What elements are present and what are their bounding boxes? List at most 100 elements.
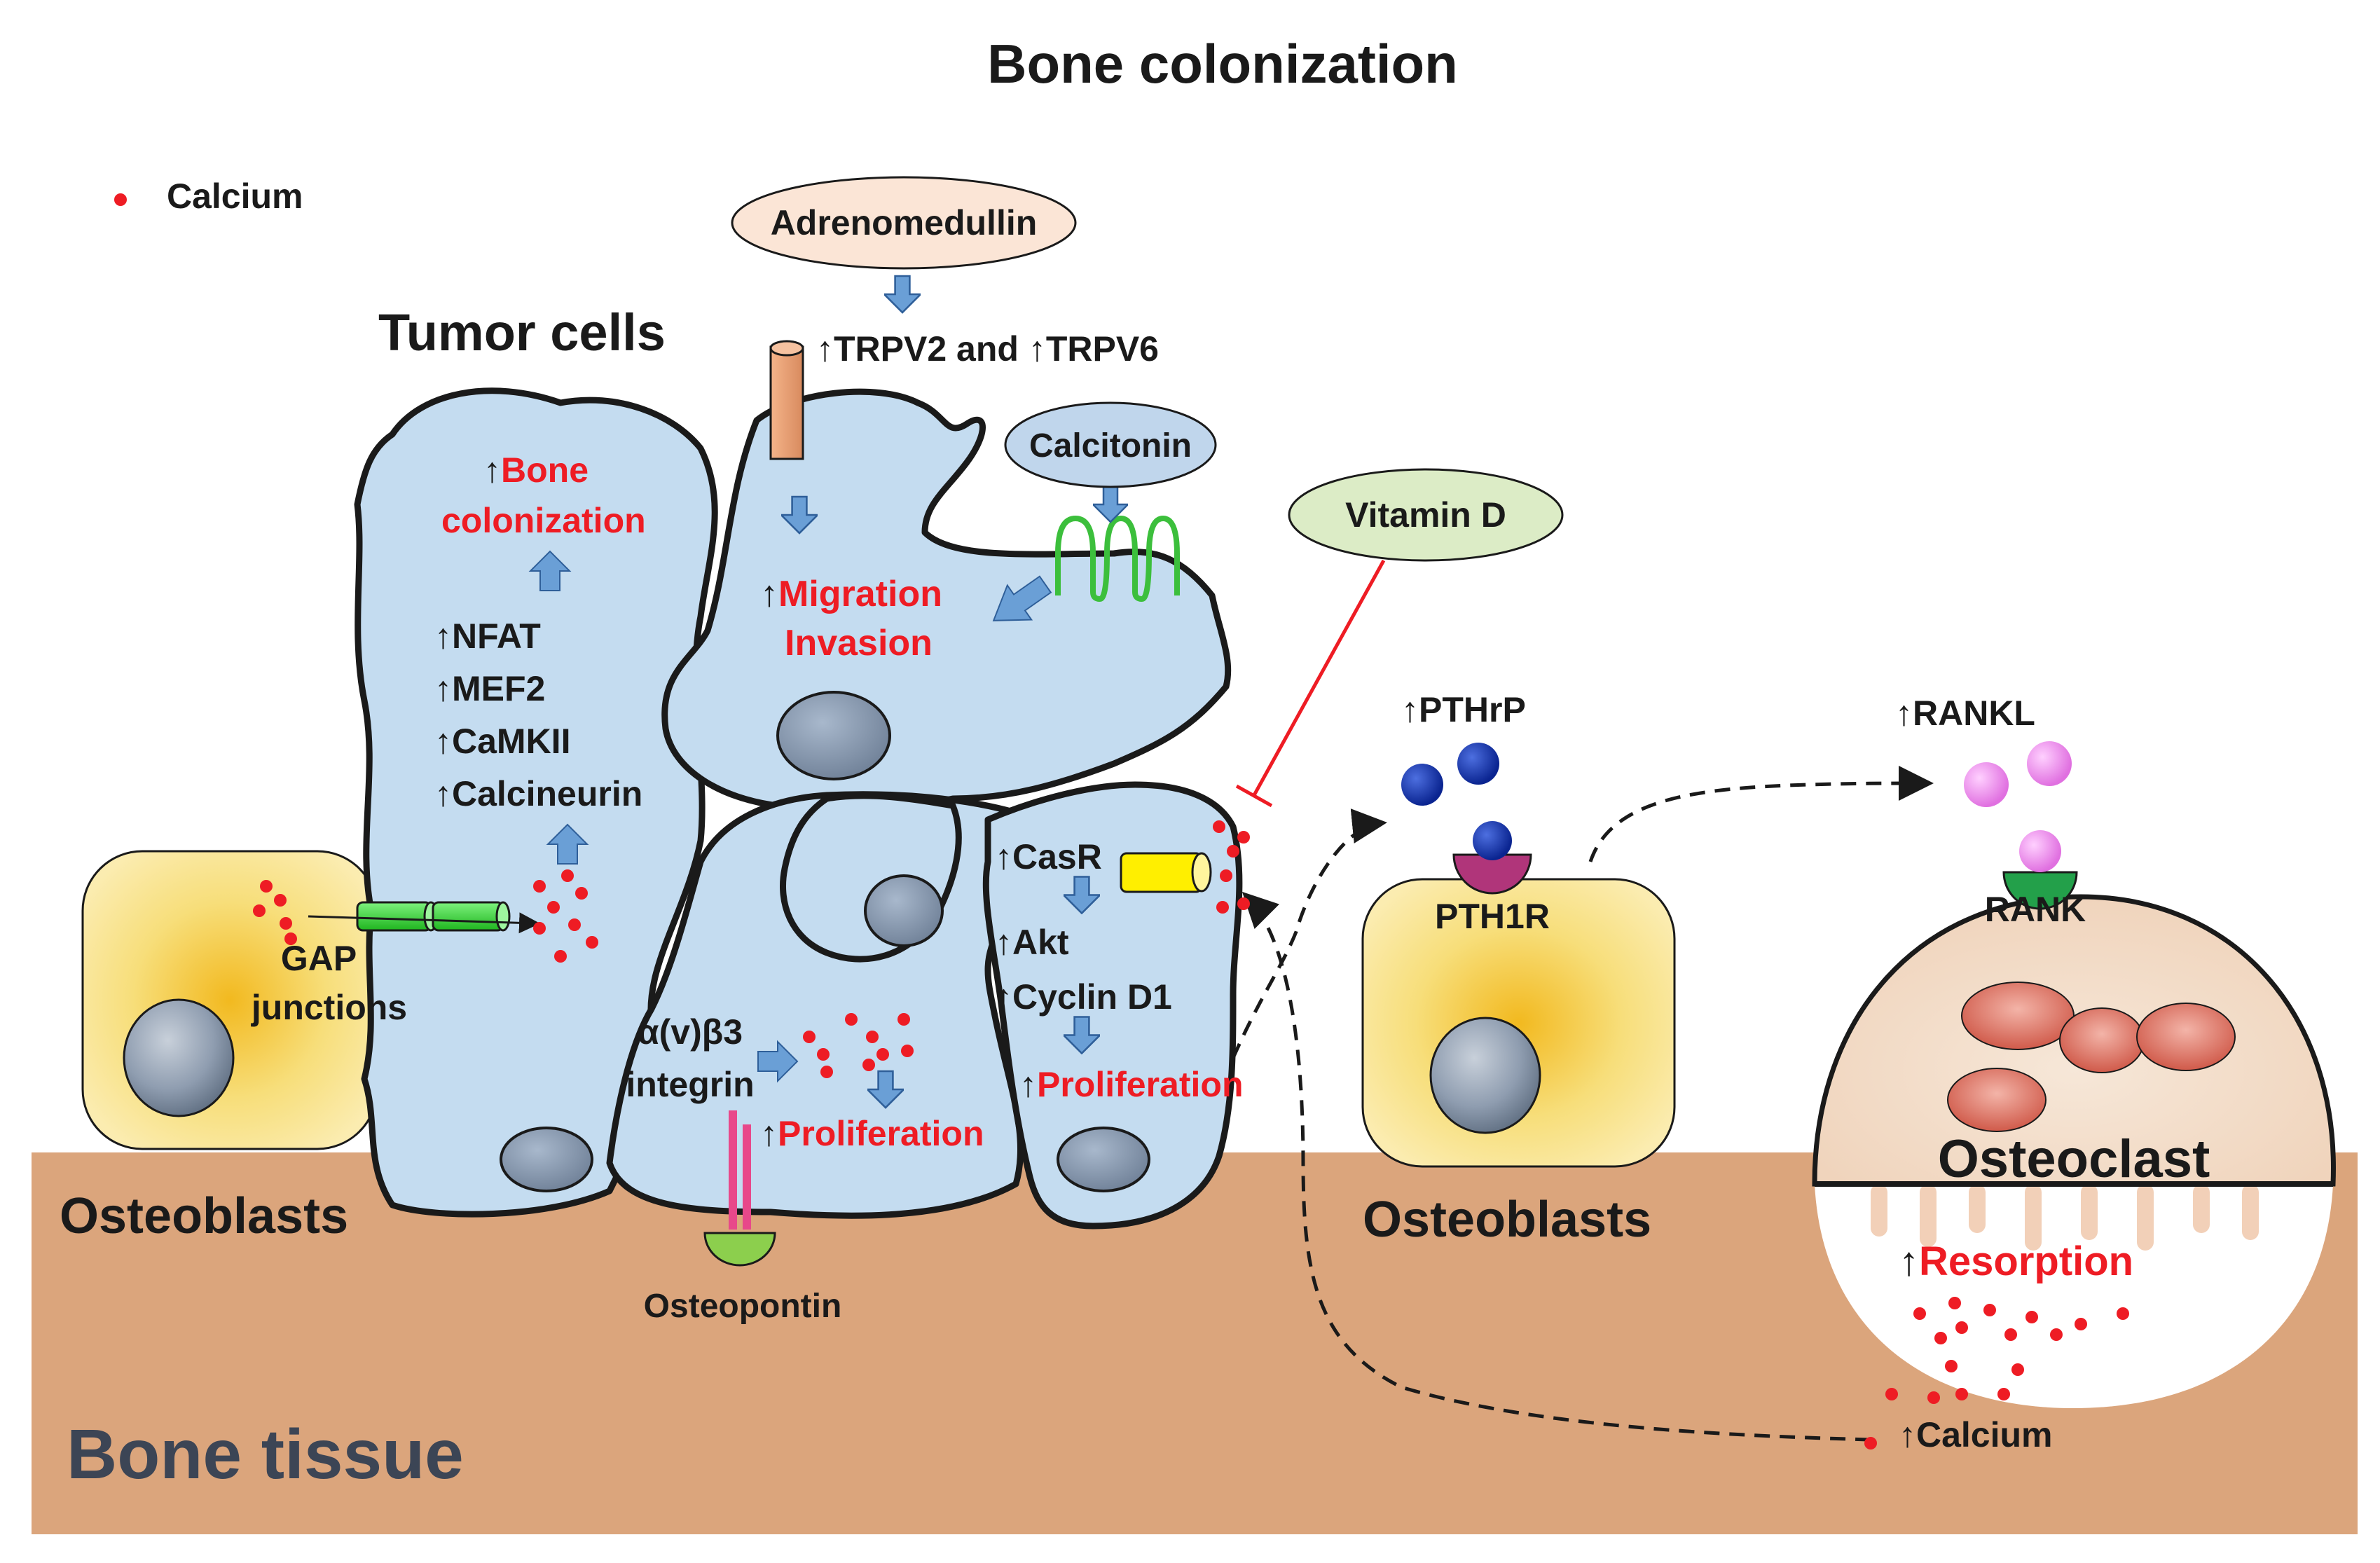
flow-calcium-to-pthrp: [1231, 808, 1387, 1059]
colonization-label: colonization: [441, 501, 646, 540]
akt-label: ↑Akt: [995, 923, 1069, 962]
osteoclast: [1812, 830, 2336, 1408]
pthrp-bound: [1473, 821, 1512, 860]
calcium-dot: [547, 901, 560, 914]
vitamin-d-inhibition: [1252, 559, 1386, 797]
integrin-label-2: integrin: [626, 1065, 754, 1104]
calcium-dot: [901, 1045, 914, 1057]
calcium-dot: [2004, 1328, 2017, 1341]
calcium-dot: [1913, 1307, 1926, 1320]
tumor-nucleus-left: [500, 1127, 593, 1192]
flow-pthrp-to-rankl: [1588, 766, 1934, 862]
calcium-dot: [1934, 1332, 1947, 1344]
calcium-dot: [1983, 1304, 1996, 1316]
vitamin-d-inhibition-bar: [1235, 784, 1273, 808]
ruffled-border: [1871, 1184, 2259, 1251]
resorption-label: ↑Resorption: [1899, 1239, 2133, 1284]
calcium-dot: [862, 1059, 875, 1071]
nfat-label: ↑NFAT: [434, 617, 541, 656]
calcium-dot: [1945, 1360, 1958, 1372]
calcium-dot: [1955, 1388, 1968, 1400]
arrow-calcium-calcineurin: [546, 823, 589, 865]
calcium-dot: [253, 904, 266, 917]
osteopontin-label: Osteopontin: [644, 1288, 842, 1325]
arrow-calcitonin-migration: [992, 575, 1052, 621]
calcitonin-node: Calcitonin: [1004, 401, 1217, 488]
calcium-dot: [803, 1031, 816, 1043]
rank-receptor: [2002, 871, 2078, 910]
osteoblasts-right-label: Osteoblasts: [1363, 1192, 1651, 1248]
integrin-label-1: α(v)β3: [638, 1012, 743, 1052]
calcium-increase-label: ↑Calcium: [1899, 1415, 2053, 1454]
calcium-dot: [2025, 1311, 2038, 1323]
rankl-label: ↑RANKL: [1895, 694, 2035, 733]
calcitonin-receptor-icon: [1055, 516, 1180, 602]
arrow-adrenomedullin-trpv: [884, 275, 921, 314]
osteoblasts-left-label: Osteoblasts: [60, 1188, 348, 1244]
rankl-molecule: [1964, 762, 2009, 807]
arrow-nfat-bone: [528, 550, 572, 591]
osteopontin-icon: [703, 1232, 776, 1267]
osteoclast-nucleus: [1961, 982, 2075, 1050]
camkii-label: ↑CaMKII: [434, 722, 570, 761]
calcium-legend-dot: [114, 193, 127, 206]
pthrp-molecule: [1457, 743, 1499, 785]
calcium-dot: [2117, 1307, 2129, 1320]
gap-junction-channels: [356, 901, 511, 932]
vitamin-d-label: Vitamin D: [1345, 495, 1506, 535]
calcium-dot: [1227, 845, 1239, 858]
figure-title: Bone colonization: [987, 33, 1458, 95]
cyclin-label: ↑Cyclin D1: [995, 977, 1172, 1017]
calcium-dot: [533, 922, 546, 935]
invasion-label: Invasion: [785, 623, 933, 663]
gap-junction-label-1: GAP: [281, 939, 357, 978]
gap-flow-arrow: [308, 912, 540, 934]
calcium-dot: [1955, 1321, 1968, 1334]
calcium-dot: [274, 894, 287, 907]
osteoclast-nucleus: [2059, 1007, 2145, 1073]
calcium-dot: [2011, 1363, 2024, 1376]
calcium-dot: [1948, 1297, 1961, 1309]
pth1r-receptor: [1452, 853, 1532, 895]
calcium-dot: [280, 917, 292, 930]
rank-label: RANK: [1985, 890, 2086, 929]
tumor-cells-label: Tumor cells: [378, 303, 666, 362]
gap-junction-label-2: junctions: [251, 988, 407, 1027]
vitamin-d-node: Vitamin D: [1288, 468, 1564, 562]
osteoclast-nucleus: [2136, 1003, 2236, 1071]
calcium-dot: [2075, 1318, 2087, 1330]
osteoblast-right: [1361, 821, 1676, 1168]
rankl-bound: [2019, 830, 2061, 872]
calcium-dot: [1237, 897, 1250, 910]
bone-colonization-label: ↑Bone: [483, 450, 589, 490]
calcium-dot: [568, 918, 581, 931]
bone-tissue-label: Bone tissue: [67, 1415, 464, 1494]
integrin-receptor: [729, 1110, 751, 1230]
calcium-dot: [1220, 869, 1232, 882]
calcium-dot: [1864, 1437, 1877, 1450]
osteoblast-right-nucleus: [1429, 1017, 1541, 1134]
arrow-integrin-calcium: [757, 1040, 799, 1083]
calcium-dot: [561, 869, 574, 882]
flow-calcium-return: [1241, 891, 1871, 1442]
mef2-label: ↑MEF2: [434, 669, 545, 708]
casr-proliferation-label: ↑Proliferation: [1019, 1065, 1243, 1104]
calcium-dot: [284, 932, 297, 945]
casr-label: ↑CasR: [995, 837, 1102, 876]
calcium-dot: [820, 1066, 833, 1078]
adrenomedullin-node: Adrenomedullin: [731, 176, 1077, 270]
resorption-pit: [1815, 1184, 2333, 1408]
calcium-dot: [1237, 831, 1250, 844]
calcium-dot: [2050, 1328, 2063, 1341]
calcium-dot: [876, 1048, 889, 1061]
calcium-dot: [845, 1013, 858, 1026]
calcium-dot: [1213, 820, 1225, 833]
calcium-dot: [260, 880, 273, 893]
calcium-dots: [253, 820, 2129, 1450]
pth1r-label: PTH1R: [1435, 897, 1550, 936]
integrin-proliferation-label: ↑Proliferation: [760, 1114, 984, 1153]
casr-channel: [1120, 852, 1212, 893]
trpv-label: ↑TRPV2 and ↑TRPV6: [816, 329, 1159, 369]
pthrp-label: ↑PTHrP: [1401, 690, 1526, 729]
